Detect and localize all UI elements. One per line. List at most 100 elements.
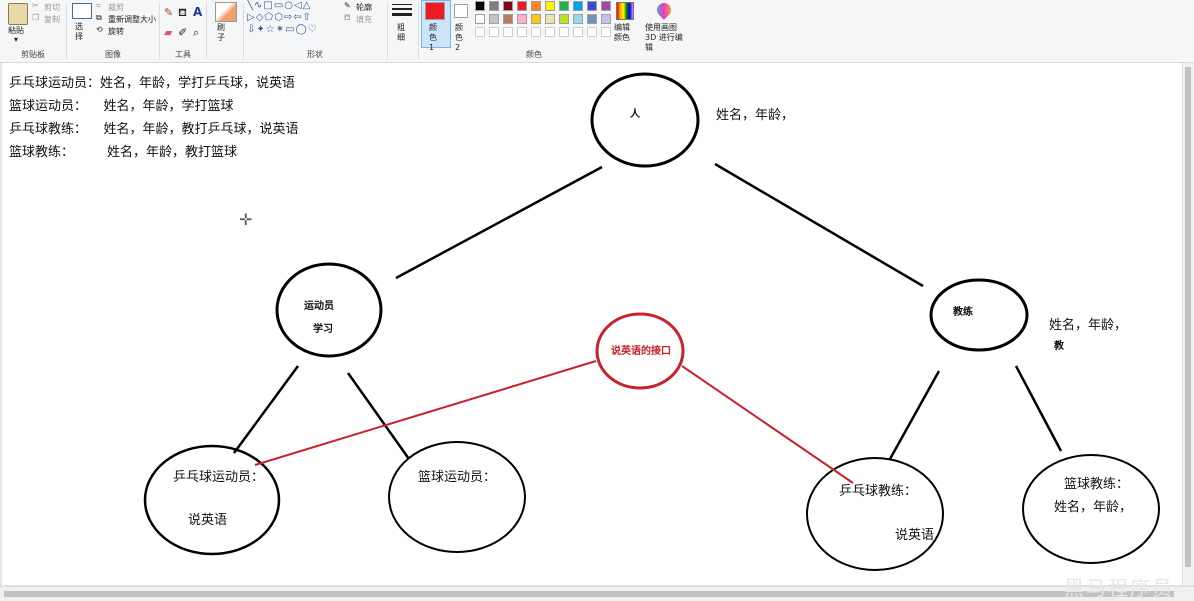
color1-label: 颜色 1 [429,23,437,52]
size-button[interactable]: 粗细 [397,23,405,42]
person-node-shape [590,72,700,168]
interface-label: 说英语的接口 [611,346,671,357]
line-size-icon[interactable] [392,4,412,18]
interface-node-shape [595,312,685,390]
custom-color-slot[interactable] [587,27,597,37]
palette-swatch[interactable] [531,1,541,11]
palette-swatch[interactable] [545,14,555,24]
pencil-icon[interactable]: ✎ [164,6,174,19]
resize-icon: ⧉ [96,13,102,22]
person-label: 人 [630,109,640,120]
custom-color-slot[interactable] [489,27,499,37]
resize-button[interactable]: 重新调整大小 [108,15,156,24]
palette-swatch[interactable] [531,14,541,24]
coach-attrs: 姓名，年龄， [1049,318,1128,333]
edit-colors-button[interactable]: 编辑颜色 [614,23,630,42]
athlete-sublabel: 学习 [313,324,333,335]
palette-swatch[interactable] [489,14,499,24]
custom-color-slot[interactable] [517,27,527,37]
edge-person-athlete [395,165,603,280]
color2-label[interactable]: 颜色 2 [455,23,463,52]
pp-coach-label: 乒乓球教练： [839,484,918,499]
fill-bucket-icon[interactable]: ⛾ [178,6,187,19]
palette-swatch[interactable] [503,14,513,24]
select-button[interactable]: 选择 [75,22,83,41]
palette-swatch[interactable] [601,1,611,11]
edge-person-coach [714,162,924,288]
palette-swatch[interactable] [545,1,555,11]
custom-color-slot[interactable] [573,27,583,37]
pp-coach-skill: 说英语 [895,528,935,543]
crop-button[interactable]: 裁剪 [108,3,124,12]
horizontal-scroll-thumb[interactable] [4,591,1174,597]
bb-coach-label: 篮球教练： [1064,477,1130,492]
magnifier-icon[interactable]: ⌕ [193,26,200,39]
palette-swatch[interactable] [503,1,513,11]
clipboard-group: 粘贴 ▾ ✂ 剪切 ❐ 复制 剪贴板 [0,0,66,62]
palette-swatch[interactable] [475,14,485,24]
edit-colors-icon[interactable] [616,2,634,20]
coach-label: 教练 [953,307,973,318]
palette-swatch[interactable] [517,1,527,11]
shapes-gallery-row2[interactable]: ▷◇⬠⬡⇨⇦⇧ [247,12,312,23]
colors-label: 颜色 [526,50,542,59]
bb-coach-attrs: 姓名，年龄， [1054,500,1133,515]
palette-swatch[interactable] [587,1,597,11]
palette-swatch[interactable] [559,1,569,11]
edge-interface-pp-athlete [254,360,597,466]
paste-icon[interactable] [8,3,28,25]
coach-teach-label: 教 [1054,341,1064,352]
palette-swatch[interactable] [587,14,597,24]
copy-button[interactable]: 复制 [44,15,60,24]
fill-button[interactable]: 填充 [356,15,372,24]
custom-color-slot[interactable] [475,27,485,37]
edge-coach-bbcoach [1014,365,1063,452]
palette-swatch[interactable] [573,1,583,11]
brush-group: 刷子 [207,0,242,62]
shapes-gallery-row1[interactable]: ╲∿□▭○◁△ [247,0,312,11]
tools-label: 工具 [175,50,191,59]
custom-color-slot[interactable] [545,27,555,37]
pp-athlete-label: 乒乓球运动员： [173,470,265,485]
shapes-group: ╲∿□▭○◁△ ▷◇⬠⬡⇨⇦⇧ ⇩✦☆✶▭◯♡ ✎ 轮廓 ⛾ 填充 形状 [244,0,386,62]
paste-dropdown-icon[interactable]: ▾ [14,35,19,44]
custom-color-slot[interactable] [601,27,611,37]
eraser-icon[interactable]: ▰ [164,26,173,39]
palette-swatch[interactable] [573,14,583,24]
outline-button[interactable]: 轮廓 [356,3,372,12]
palette-swatch[interactable] [559,14,569,24]
shapes-gallery-row3[interactable]: ⇩✦☆✶▭◯♡ [247,24,318,35]
paste-button[interactable]: 粘贴 [8,26,24,35]
palette-swatch[interactable] [601,14,611,24]
athlete-label: 运动员 [304,301,334,312]
palette-swatch[interactable] [489,1,499,11]
custom-color-slot[interactable] [503,27,513,37]
brush-button[interactable]: 刷子 [217,23,225,42]
text-tool-icon[interactable]: A [193,5,203,19]
drawing-canvas[interactable]: ✛ 乒乓球运动员：姓名，年龄，学打乒乓球，说英语 篮球运动员： 姓名，年龄，学打… [2,63,1182,585]
custom-color-slot[interactable] [559,27,569,37]
image-label: 图像 [105,50,121,59]
cut-icon: ✂ [32,1,39,10]
paint3d-icon[interactable] [654,0,674,20]
rotate-button[interactable]: 旋转 [108,27,124,36]
horizontal-scrollbar[interactable] [0,586,1194,601]
custom-color-slot[interactable] [531,27,541,37]
palette-swatch[interactable] [475,1,485,11]
image-group: 选择 ⌗ 裁剪 ⧉ 重新调整大小 ⟲ 旋转 图像 [67,0,159,62]
watermark: 黑马程序员 [1064,576,1174,600]
color2-swatch[interactable] [454,4,468,18]
cut-button[interactable]: 剪切 [44,3,60,12]
ribbon: 粘贴 ▾ ✂ 剪切 ❐ 复制 剪贴板 选择 ⌗ 裁剪 ⧉ 重新调整大小 ⟲ 旋转… [0,0,1194,63]
diagram-lines [143,72,1160,571]
color1-swatch [425,2,445,20]
brush-icon[interactable] [215,2,237,22]
vertical-scroll-thumb[interactable] [1185,67,1191,567]
palette-swatch[interactable] [517,14,527,24]
select-icon[interactable] [72,3,92,19]
color-picker-icon[interactable]: ✐ [178,26,188,39]
vertical-scrollbar[interactable] [1182,63,1194,585]
coach-node-shape [929,278,1029,352]
canvas-area: ✛ 乒乓球运动员：姓名，年龄，学打乒乓球，说英语 篮球运动员： 姓名，年龄，学打… [0,63,1194,601]
paint3d-button[interactable]: 使用画图 3D 进行编辑 [645,23,683,52]
